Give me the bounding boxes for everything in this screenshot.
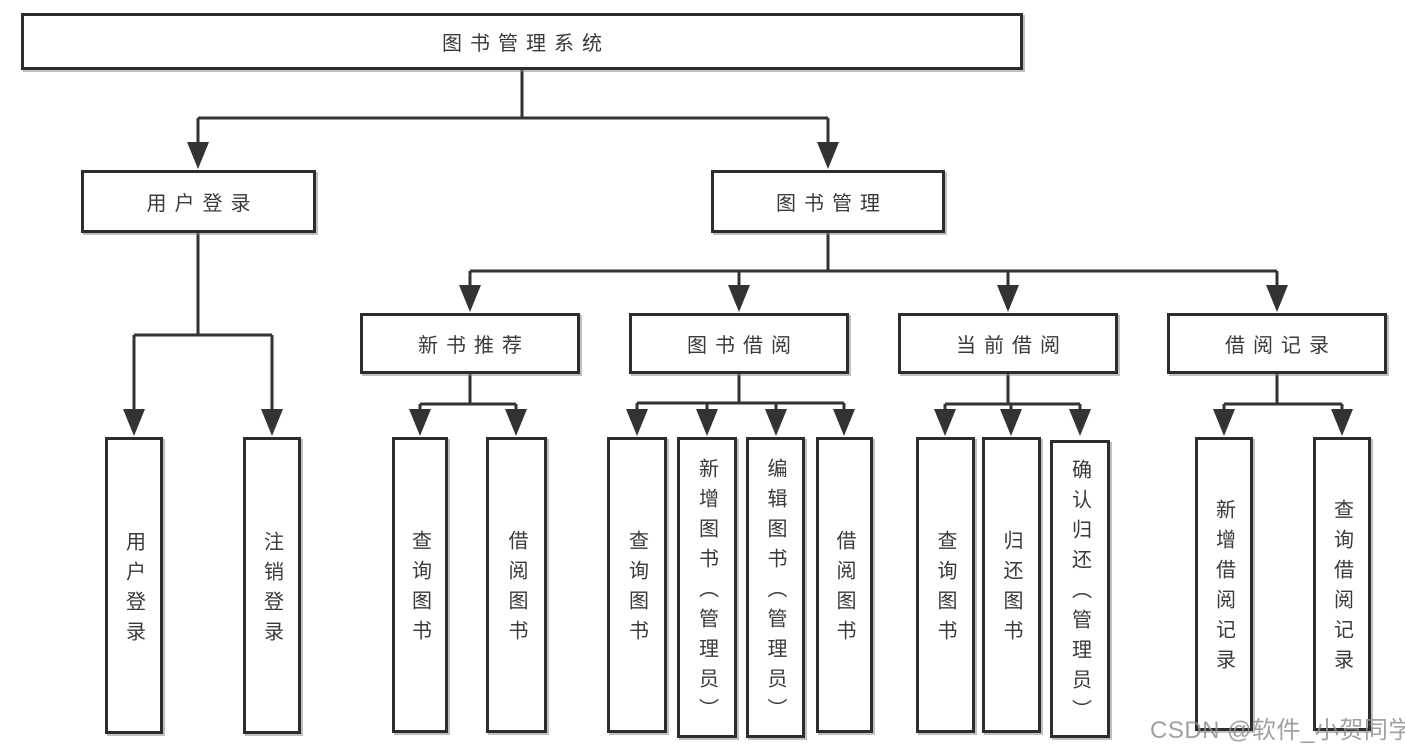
node-current-borrowing-label: 当前借阅 — [956, 335, 1068, 357]
node-borrow-books-1: 借阅图书 — [486, 437, 547, 733]
node-borrow-books-2: 借阅图书 — [816, 437, 873, 733]
node-borrowing-records-label: 借阅记录 — [1225, 335, 1337, 357]
node-user-login: 用户登录 — [105, 437, 163, 734]
node-edit-books-admin: 编辑图书（管理员） — [746, 437, 805, 738]
node-confirm-return-admin-label: 确认归还（管理员） — [1068, 459, 1091, 729]
node-borrow-books-1-label: 借阅图书 — [505, 530, 527, 650]
node-query-borrow-record-label: 查询借阅记录 — [1330, 499, 1353, 679]
node-add-books-admin-label: 新增图书（管理员） — [695, 457, 718, 728]
node-edit-books-admin-label: 编辑图书（管理员） — [764, 457, 786, 728]
node-book-borrowing: 图书借阅 — [629, 313, 849, 374]
node-query-books-3-label: 查询图书 — [934, 530, 956, 650]
node-root: 图书管理系统 — [21, 13, 1023, 70]
node-query-books-1-label: 查询图书 — [408, 530, 431, 650]
node-user-login-label: 用户登录 — [122, 530, 145, 651]
node-add-borrow-record: 新增借阅记录 — [1195, 437, 1253, 731]
node-current-borrowing: 当前借阅 — [898, 313, 1118, 374]
node-query-borrow-record: 查询借阅记录 — [1313, 437, 1371, 731]
node-return-books-label: 归还图书 — [1000, 530, 1022, 650]
node-logout-label: 注销登录 — [260, 530, 283, 651]
node-book-mgmt-label: 图书管理 — [776, 193, 888, 215]
node-query-books-2: 查询图书 — [607, 437, 667, 733]
node-borrow-books-2-label: 借阅图书 — [833, 530, 855, 650]
node-book-mgmt: 图书管理 — [711, 170, 945, 233]
csdn-watermark: CSDN @软件_小贺同学 — [1150, 717, 1405, 744]
arrowheads — [123, 142, 1353, 436]
node-borrowing-records: 借阅记录 — [1167, 313, 1387, 374]
node-book-borrowing-label: 图书借阅 — [687, 335, 799, 357]
node-new-book-rec: 新书推荐 — [360, 313, 580, 374]
node-query-books-1: 查询图书 — [392, 437, 448, 733]
node-logout: 注销登录 — [243, 437, 301, 734]
node-return-books: 归还图书 — [982, 437, 1041, 733]
node-add-books-admin: 新增图书（管理员） — [677, 437, 737, 738]
node-new-book-rec-label: 新书推荐 — [418, 335, 530, 357]
node-query-books-3: 查询图书 — [916, 437, 975, 733]
node-root-label: 图书管理系统 — [442, 33, 610, 55]
node-add-borrow-record-label: 新增借阅记录 — [1212, 499, 1235, 679]
connector-strokes — [132, 70, 1344, 411]
node-confirm-return-admin: 确认归还（管理员） — [1050, 440, 1110, 738]
node-user-login-branch: 用户登录 — [81, 170, 316, 233]
node-user-login-branch-label: 用户登录 — [146, 193, 259, 215]
node-query-books-2-label: 查询图书 — [625, 530, 648, 650]
